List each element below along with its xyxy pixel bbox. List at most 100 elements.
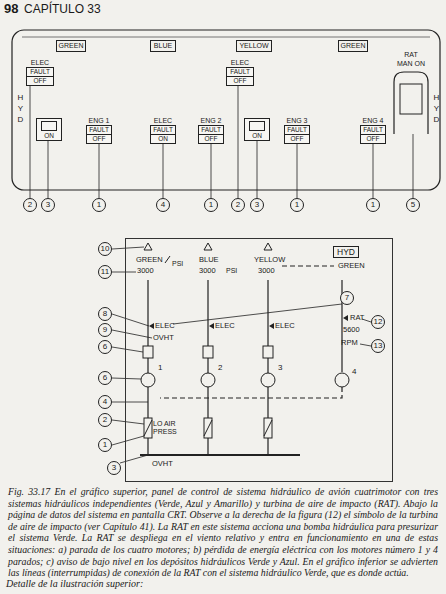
callout-circle: 11 xyxy=(98,265,112,279)
callout-number: 3 xyxy=(112,464,116,472)
system-name: YELLOW xyxy=(237,42,271,50)
switch-legend: OFF xyxy=(199,134,223,143)
leader-line xyxy=(48,141,49,198)
system-label: GREEN xyxy=(338,40,368,52)
callout-circle: 2 xyxy=(231,198,245,212)
switch-legend: FAULT xyxy=(87,126,111,134)
diagram-label: PSI xyxy=(226,267,237,275)
switch-face: FAULTOFF xyxy=(198,125,224,144)
leader-line xyxy=(373,144,374,198)
switch-legend: FAULT xyxy=(227,68,253,76)
diagram-label: 3 xyxy=(278,364,282,373)
switch-face: FAULTOFF xyxy=(360,125,386,144)
switch-legend: FAULT xyxy=(361,126,385,134)
button-face xyxy=(400,84,422,114)
diagram-label: OVHT xyxy=(152,460,173,468)
diagram-label: 3000 xyxy=(258,267,275,275)
valve-mark xyxy=(144,420,272,436)
switch-legend: ON xyxy=(151,134,175,143)
callout-circle: 12 xyxy=(371,315,385,329)
leader-line xyxy=(163,144,164,198)
callout-circle: 4 xyxy=(156,198,170,212)
switch-window xyxy=(249,121,265,131)
pushbutton: ELECFAULTON xyxy=(150,116,176,144)
diagram-label: HYD xyxy=(17,92,24,125)
guard-outline xyxy=(390,68,432,134)
switch-legend: FAULT xyxy=(285,126,309,134)
callout-number: 3 xyxy=(255,201,259,209)
switch-label: ENG 3 xyxy=(284,116,310,125)
rat-dashed-line xyxy=(160,266,342,398)
callout-number: 1 xyxy=(103,441,107,449)
engine-pump-circle xyxy=(141,373,155,387)
callout-circle: 2 xyxy=(98,413,112,427)
diagram-label: 3000 xyxy=(137,267,154,275)
callout-number: 6 xyxy=(103,374,107,382)
callout-circle: 3 xyxy=(250,198,264,212)
callout-number: 12 xyxy=(374,318,383,326)
callout-number: 11 xyxy=(101,268,109,276)
hydraulic-line xyxy=(148,280,268,455)
switch-label: ENG 2 xyxy=(198,116,224,125)
callout-number: 1 xyxy=(209,201,213,209)
diagram-label: 2 xyxy=(218,364,222,373)
page-header: CAPÍTULO 33 xyxy=(24,3,101,16)
switch-label: RAT MAN ON xyxy=(396,50,426,68)
leader-line xyxy=(30,86,31,198)
page-header: 98 xyxy=(4,2,18,16)
pushbutton: ENG 4FAULTOFF xyxy=(360,116,386,144)
leader-line xyxy=(211,144,212,198)
pump-square xyxy=(143,346,153,358)
panel-line xyxy=(22,37,430,38)
system-label: BLUE xyxy=(150,40,176,52)
system-label: YELLOW xyxy=(236,40,272,52)
switch-face: ON xyxy=(36,118,62,141)
callout-number: 2 xyxy=(28,201,32,209)
callout-circle: 7 xyxy=(340,291,354,305)
switch-label: ELEC xyxy=(26,58,54,67)
engine-pump-circle xyxy=(201,373,215,387)
callout-circle: 10 xyxy=(98,242,112,256)
valve-symbol xyxy=(144,418,152,438)
switch-legend: OFF xyxy=(27,76,53,85)
callout-number: 13 xyxy=(374,342,383,350)
switch-face: FAULTOFF xyxy=(26,67,54,86)
callout-number: 1 xyxy=(97,201,101,209)
callout-number: 8 xyxy=(103,310,107,318)
callout-circle: 5 xyxy=(406,198,420,212)
callout-number: 10 xyxy=(101,245,110,253)
callout-number: 7 xyxy=(345,294,349,302)
diagram-label: ELEC xyxy=(275,322,295,330)
engine-pump-circle xyxy=(335,373,349,387)
leader-line xyxy=(257,141,258,198)
callout-circle: 4 xyxy=(98,395,112,409)
switch-legend: FAULT xyxy=(27,68,53,76)
page-heading: HYD xyxy=(333,246,359,258)
diagram-label: 3000 xyxy=(199,267,216,275)
callout-number: 1 xyxy=(371,201,375,209)
callout-circle: 1 xyxy=(98,438,112,452)
diagram-label: ELEC xyxy=(155,322,175,330)
system-name: GREEN xyxy=(57,42,85,50)
slash-mark xyxy=(165,256,170,263)
callout-circle: 2 xyxy=(23,198,37,212)
pump-square xyxy=(203,346,213,358)
callout-circle: 1 xyxy=(92,198,106,212)
callout-number: 4 xyxy=(161,201,165,209)
switch-legend: FAULT xyxy=(151,126,175,134)
callout-number: 2 xyxy=(236,201,240,209)
leader-line xyxy=(112,247,371,463)
leader-line xyxy=(413,134,414,198)
control-panel-outline xyxy=(12,30,440,190)
pushbutton: ENG 2FAULTOFF xyxy=(198,116,224,144)
callout-circle: 13 xyxy=(371,339,385,353)
engine-pump-circle xyxy=(261,373,275,387)
pump-square xyxy=(263,346,273,358)
switch-legend: ON xyxy=(245,132,269,140)
switch-face: FAULTOFF xyxy=(86,125,112,144)
switch-label: ELEC xyxy=(226,58,254,67)
diagram-label: Detalle de la ilustración superior: xyxy=(6,578,143,589)
valve-symbol xyxy=(204,418,212,438)
callout-number: 6 xyxy=(103,343,107,351)
diagram-label: 4 xyxy=(352,368,356,377)
